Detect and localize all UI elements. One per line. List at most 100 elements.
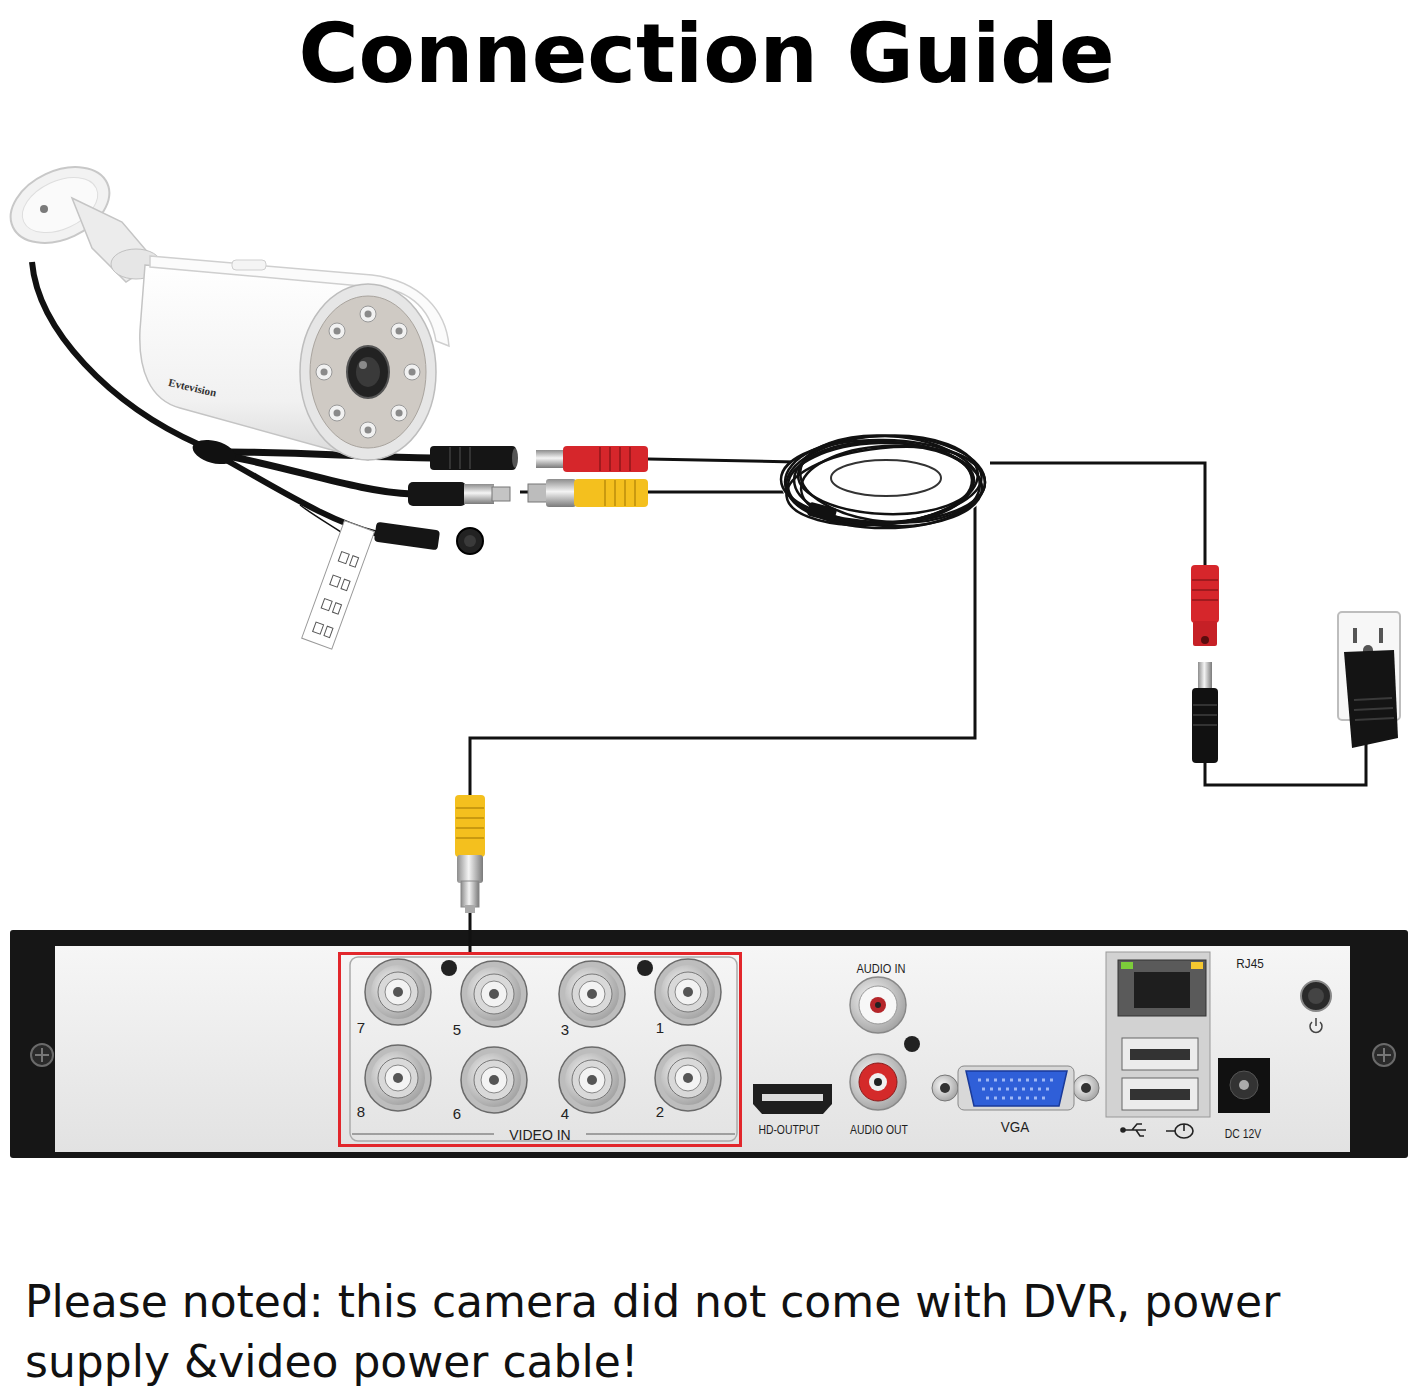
camera-body (140, 256, 449, 460)
channel-number: 7 (357, 1019, 365, 1036)
rca-pin (875, 1002, 881, 1008)
rca-ring (859, 986, 897, 1024)
video-cable (470, 492, 975, 952)
red-dc-female-plug (1191, 565, 1219, 646)
connector-mouth (512, 448, 518, 468)
vga-port (932, 1066, 1099, 1110)
coil-loop (783, 429, 981, 530)
outlet-slot (1353, 628, 1357, 643)
port-label: AUDIO IN (856, 961, 905, 976)
adapter-body (1344, 650, 1398, 748)
plug-ridges (600, 447, 630, 471)
hdmi-port (753, 1084, 832, 1114)
bnc-port (559, 1047, 625, 1113)
coil-loop (799, 442, 975, 529)
rj45-led (1191, 962, 1203, 969)
usb-icon (1121, 1124, 1146, 1136)
dc-female-connector (430, 446, 518, 470)
red-dc-plug (536, 446, 796, 472)
vga-screw (1073, 1075, 1099, 1101)
usb-symbol-dot (1121, 1128, 1125, 1132)
vga-screw-hole (940, 1083, 950, 1093)
plug-socket (1193, 621, 1217, 646)
bnc-port-array (338, 952, 742, 1147)
power-wire (990, 463, 1205, 568)
dvr-frame (10, 930, 1408, 1158)
vga-socket (966, 1071, 1067, 1106)
usb-port (1122, 1038, 1198, 1070)
cable (226, 460, 378, 534)
lens-glint (359, 361, 367, 369)
bnc-port (655, 959, 721, 1025)
audio-out-jack (850, 1054, 906, 1110)
plug-hole (1201, 636, 1209, 644)
bnc-sleeve (464, 484, 494, 504)
lens-outer (347, 346, 389, 398)
dvr-panel (55, 946, 1350, 1152)
cable (228, 452, 432, 458)
port-label: RJ45 (1236, 956, 1263, 971)
ir-led-centers (324, 314, 412, 430)
panel-screw (441, 960, 457, 976)
camera-front-rim (300, 284, 436, 460)
dc-jack (1218, 1058, 1270, 1113)
coil-backing (781, 432, 989, 532)
video-in-group: 75318642VIDEO IN (338, 952, 742, 1147)
camera-face (310, 296, 426, 448)
channel-number: 8 (357, 1103, 365, 1120)
bracket-hole (40, 205, 48, 213)
bnc-port (365, 1045, 431, 1111)
plug-pin (536, 450, 566, 468)
wall-bracket (0, 152, 161, 282)
rca-center (869, 1073, 887, 1091)
visor-bump (232, 260, 266, 270)
usb-tongue (1130, 1049, 1190, 1060)
black-dc-male-plug (1192, 662, 1218, 763)
plug-boot (563, 446, 648, 472)
adapter-ridges (1354, 698, 1394, 720)
port-label: AUDIO OUT (850, 1122, 908, 1137)
usb-symbol (1124, 1124, 1146, 1136)
rubber-cap-center (464, 535, 476, 547)
connector-body (408, 482, 466, 506)
ir-leds (316, 306, 420, 438)
tag-paper (302, 521, 375, 649)
bnc-port (461, 961, 527, 1027)
coil-loop (785, 436, 985, 528)
bnc-port (559, 961, 625, 1027)
dvr-chassis (10, 930, 1408, 1158)
vga-shell (958, 1066, 1074, 1110)
button-ring (1301, 981, 1331, 1011)
rca-outer (850, 1054, 906, 1110)
power-wire (648, 459, 796, 462)
dc-jack-hole (1230, 1071, 1258, 1099)
camera-cable (32, 262, 432, 540)
rca-pin (874, 1078, 882, 1086)
hdmi-slot (762, 1094, 823, 1101)
capped-connector (374, 522, 483, 554)
panel-screw (637, 960, 653, 976)
rca-outer (850, 977, 906, 1033)
channel-number: 3 (561, 1021, 569, 1038)
camera-node: Evtevision (0, 140, 520, 650)
group-title: VIDEO IN (509, 1127, 570, 1143)
coil-loop (797, 428, 984, 529)
plug-ridges (1192, 580, 1218, 600)
connector-body (430, 446, 516, 470)
diagram-caption: Please noted: this camera did not come w… (25, 1272, 1413, 1387)
outlet-slot (1379, 628, 1383, 643)
connector-body (374, 522, 440, 551)
rj45-jack (1118, 960, 1206, 1016)
cable-tag (302, 521, 375, 649)
audio-in-jack (850, 977, 906, 1033)
port-frame (350, 957, 737, 1141)
mouse-icon (1166, 1124, 1193, 1138)
power-wire (1205, 742, 1366, 785)
coil-loop (792, 437, 984, 531)
coil-loop (787, 440, 974, 526)
plug-pin (1198, 662, 1212, 690)
coil-joint (807, 502, 838, 523)
